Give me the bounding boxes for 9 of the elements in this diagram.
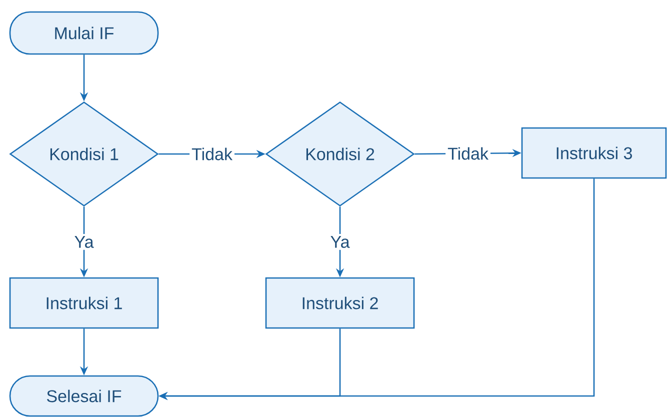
edge-label: Ya — [328, 234, 352, 250]
edge-label: Ya — [72, 234, 96, 250]
process-box: Instruksi 2 — [265, 277, 415, 329]
process-box: Instruksi 3 — [521, 127, 667, 179]
edge-label: Tidak — [190, 146, 234, 162]
terminal-box: Selesai IF — [9, 375, 159, 417]
edge-label: Tidak — [446, 145, 490, 162]
terminal-box: Mulai IF — [9, 11, 159, 55]
process-box: Instruksi 1 — [9, 277, 159, 329]
